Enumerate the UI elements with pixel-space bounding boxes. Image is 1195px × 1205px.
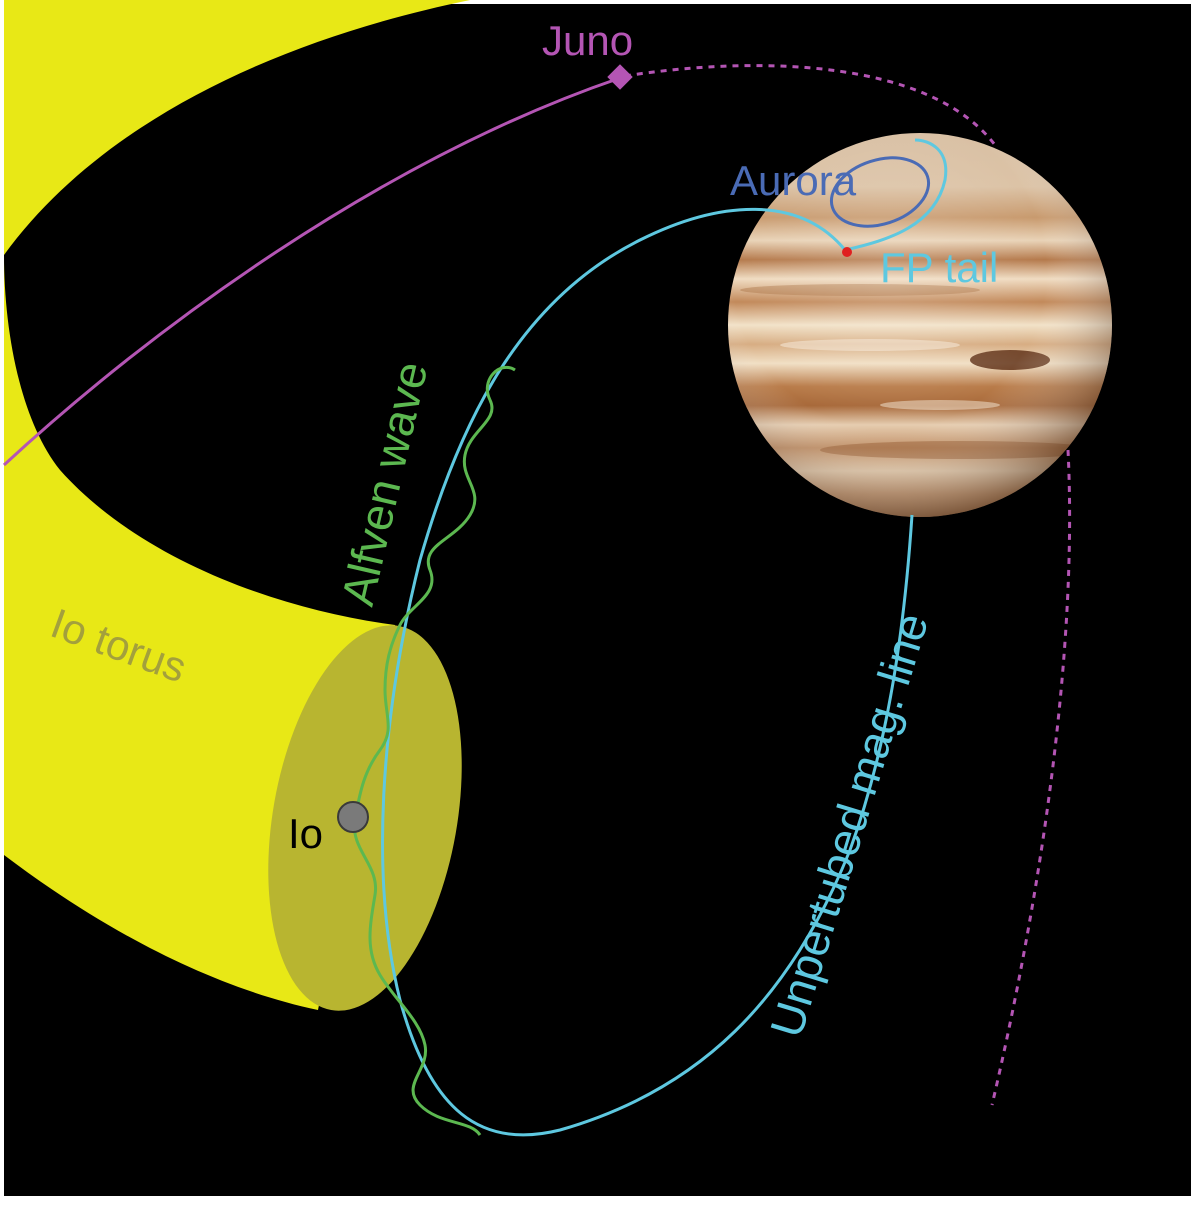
juno-trajectory [2, 76, 621, 467]
aurora-label: Aurora [730, 157, 857, 204]
io-label: Io [288, 810, 323, 857]
magnetic-field-line [381, 207, 914, 1137]
fp-tail-label: FP tail [880, 244, 998, 291]
io-icon [337, 801, 369, 833]
juno-label: Juno [542, 17, 633, 64]
footprint-marker [842, 247, 852, 257]
jupiter [728, 133, 1112, 517]
juno-trajectory-dashed-right [990, 449, 1072, 1106]
magnetic-field-line-polar [844, 138, 948, 252]
alfven-wave [352, 365, 516, 1136]
aurora-oval [829, 156, 931, 228]
juno-diamond-icon [607, 64, 633, 90]
